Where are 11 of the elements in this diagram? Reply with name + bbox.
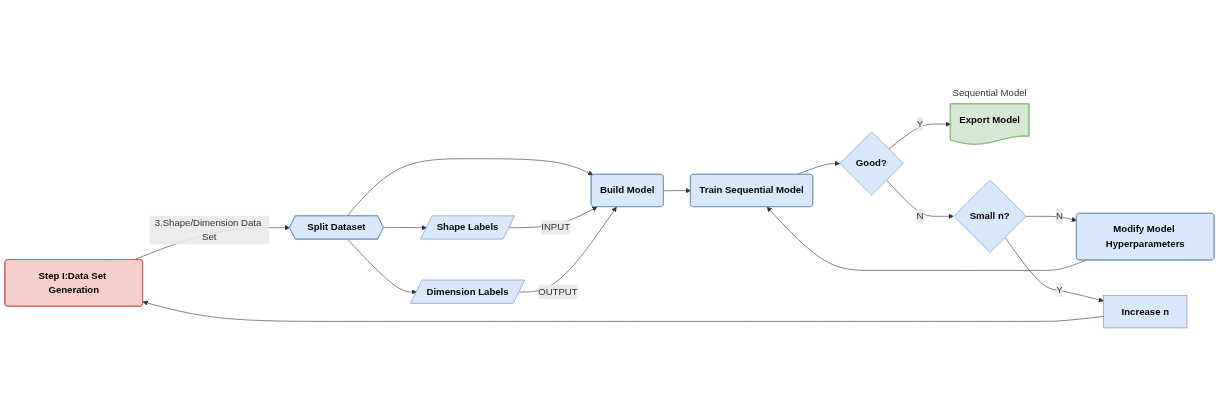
edge-label: N — [916, 211, 924, 222]
edge-label: N — [1055, 211, 1063, 222]
node-box: Increase n — [1103, 295, 1188, 329]
node-diamond: Good? — [839, 131, 904, 196]
edge-label: Y — [1056, 284, 1063, 295]
edge-label: INPUT — [541, 222, 571, 233]
node-diamond: Small n? — [953, 180, 1027, 253]
edge-label: Y — [916, 118, 924, 129]
node-label: Sequential Model — [952, 87, 1027, 98]
edge-label: 3.Shape/Dimension Data Set — [154, 217, 262, 243]
edge-label: OUTPUT — [538, 286, 578, 297]
